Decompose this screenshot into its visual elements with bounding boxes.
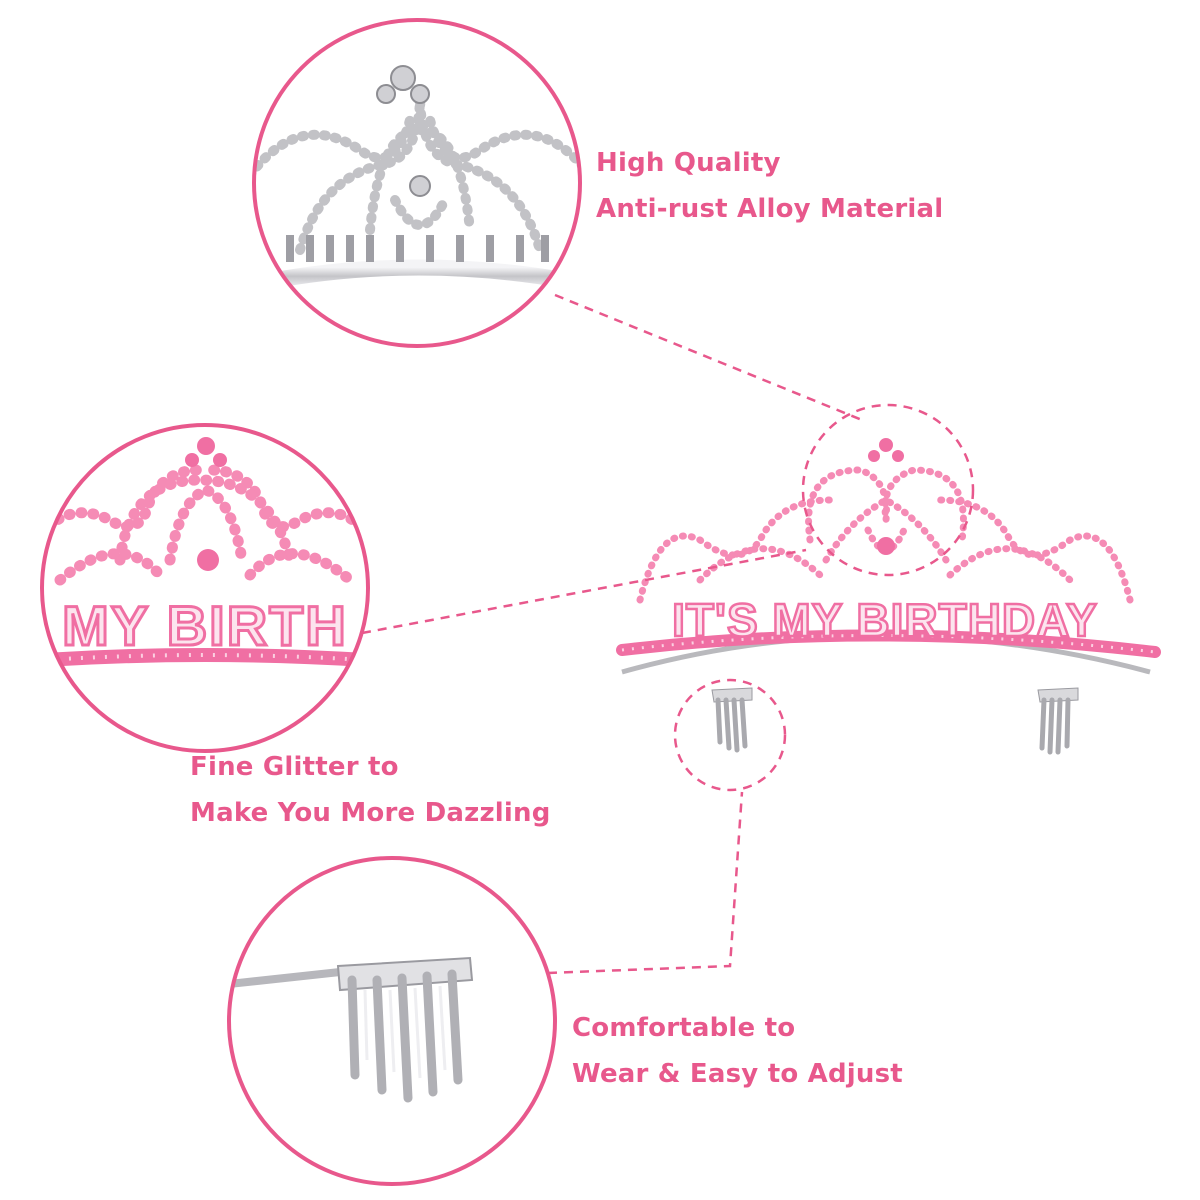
connector-quality — [554, 293, 863, 422]
callout-connectors — [361, 293, 975, 975]
callout-glitter-line1: Fine Glitter to — [190, 752, 399, 782]
main-tiara: IT'S MY BIRTHDAY — [616, 438, 1161, 755]
callout-glitter: Fine Glitter to Make You More Dazzling — [190, 744, 551, 836]
glitter-lettering: MY BIRTH — [62, 594, 348, 657]
tiara-comb-left — [711, 687, 753, 753]
zoom-silver-crown — [252, 18, 582, 348]
zoom-comb — [227, 856, 557, 1186]
callout-glitter-line2: Make You More Dazzling — [190, 798, 551, 828]
zoom-marker-comb — [673, 678, 787, 792]
connector-glitter — [361, 548, 807, 635]
tiara-center-stone — [877, 537, 895, 555]
tiara-base-band — [616, 629, 1161, 658]
tiara-top-stones — [868, 438, 904, 462]
zoom-marker-crown — [801, 403, 975, 577]
tiara-comb-right — [1037, 687, 1079, 755]
connector-comfort — [547, 791, 744, 975]
callout-quality: High Quality Anti-rust Alloy Material — [596, 140, 943, 232]
callout-comfort-line2: Wear & Easy to Adjust — [572, 1059, 903, 1089]
callout-comfort: Comfortable to Wear & Easy to Adjust — [572, 1005, 903, 1097]
callout-quality-line1: High Quality — [596, 148, 781, 178]
tiara-lettering: IT'S MY BIRTHDAY — [672, 594, 1098, 646]
tiara-scrollwork — [636, 466, 1134, 604]
zoom-pink-glitter: MY BIRTH — [40, 423, 370, 753]
callout-comfort-line1: Comfortable to — [572, 1013, 796, 1043]
callout-quality-line2: Anti-rust Alloy Material — [596, 194, 944, 224]
